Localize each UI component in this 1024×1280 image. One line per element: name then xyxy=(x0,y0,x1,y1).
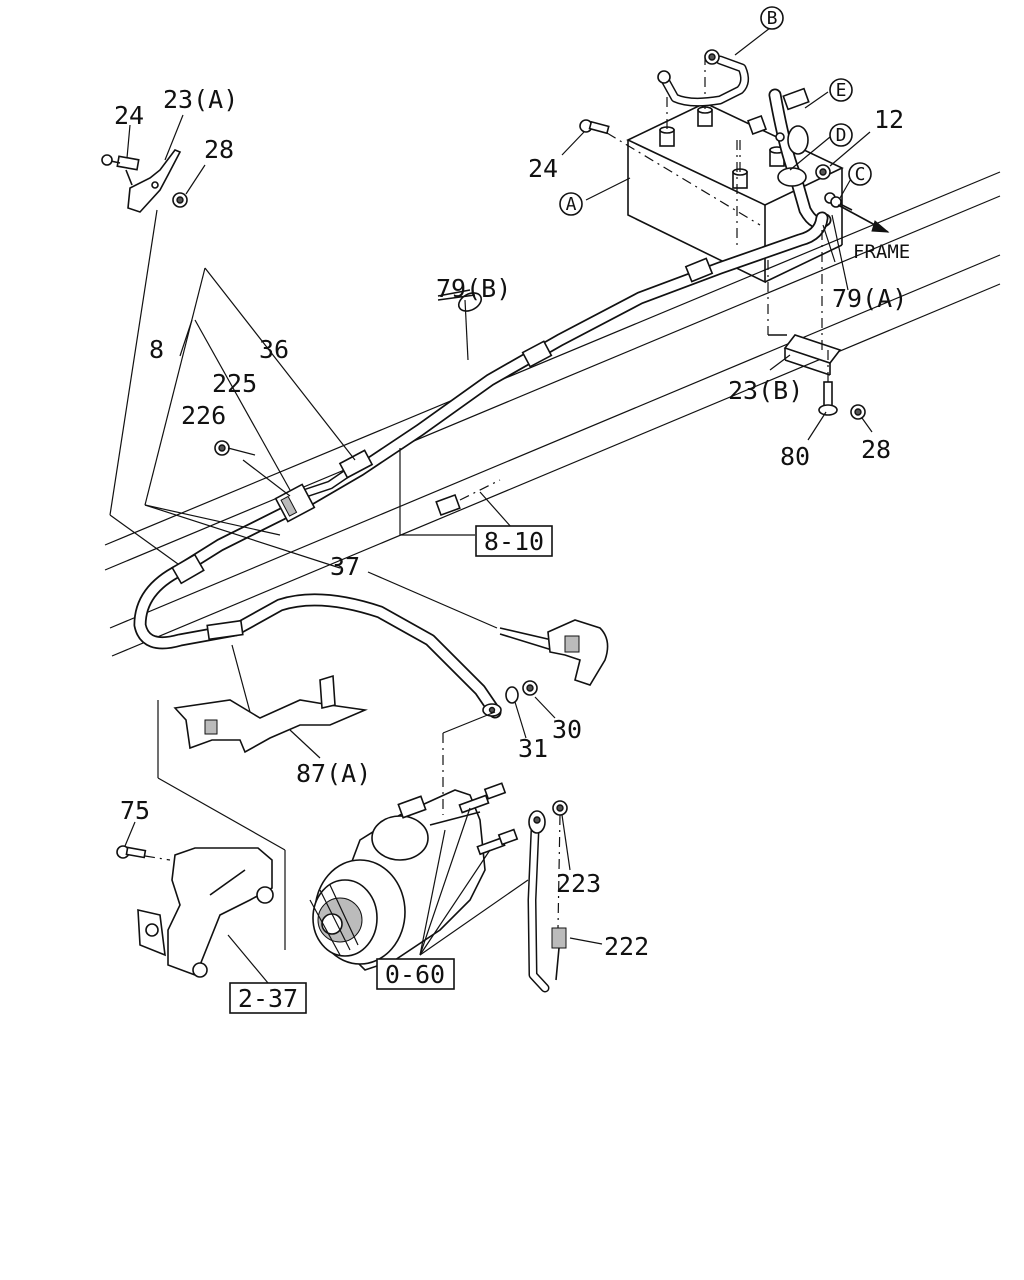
ref-0-60-label: 0-60 xyxy=(385,960,445,989)
ref-2-37-label: 2-37 xyxy=(238,984,298,1013)
callout-36: 36 xyxy=(259,335,289,364)
bracket-23a xyxy=(101,149,188,213)
branch-wire xyxy=(274,449,374,523)
marker-d-label: D xyxy=(836,125,847,146)
frame-label: FRAME xyxy=(853,241,910,263)
frame-rails xyxy=(104,171,1001,657)
battery-jumper-cable xyxy=(657,49,750,107)
callout-222: 222 xyxy=(604,932,649,961)
cable-terminal-37 xyxy=(499,619,609,686)
callout-223: 223 xyxy=(556,869,601,898)
starter-bracket xyxy=(116,845,274,978)
ref-8-10-label: 8-10 xyxy=(484,527,544,556)
callout-12: 12 xyxy=(874,105,904,134)
ref-box-2-37: 2-37 xyxy=(229,982,307,1014)
marker-a-label: A xyxy=(566,194,577,215)
nut-washer-30-31 xyxy=(505,680,538,704)
marker-c-label: C xyxy=(855,164,866,185)
callout-24-mid: 24 xyxy=(528,154,558,183)
ref-box-0-60: 0-60 xyxy=(376,958,455,990)
leader-lines xyxy=(124,27,873,984)
callout-225: 225 xyxy=(212,369,257,398)
projection-lines xyxy=(109,209,475,569)
ref-box-8-10: 8-10 xyxy=(475,525,553,557)
bracket-87a xyxy=(157,644,368,950)
callout-87a: 87(A) xyxy=(296,759,371,788)
callout-31: 31 xyxy=(518,734,548,763)
callout-79a: 79(A) xyxy=(832,284,907,313)
callout-28-bottom: 28 xyxy=(861,435,891,464)
earth-cable xyxy=(527,800,568,993)
callout-labels: 24 23(A) 28 24 12 79(B) 79(A) 36 8 225 2… xyxy=(114,85,910,961)
callout-37: 37 xyxy=(330,552,360,581)
callout-79b: 79(B) xyxy=(436,274,511,303)
bolt-24-mid xyxy=(579,119,761,226)
marker-b-label: B xyxy=(767,8,778,29)
callout-75: 75 xyxy=(120,796,150,825)
callout-28-top: 28 xyxy=(204,135,234,164)
callout-23a: 23(A) xyxy=(163,85,238,114)
washer-226 xyxy=(214,440,230,456)
callout-24-top: 24 xyxy=(114,101,144,130)
circle-marker-c: C xyxy=(848,162,872,186)
bracket-23b xyxy=(767,230,866,420)
circle-marker-d: D xyxy=(829,123,853,147)
frame-direction-arrow xyxy=(837,204,890,233)
circle-marker-e: E xyxy=(829,78,853,102)
small-connector xyxy=(435,479,501,517)
starter-motor xyxy=(309,711,519,971)
callout-30: 30 xyxy=(552,715,582,744)
main-battery-cable xyxy=(133,211,829,719)
clip-79b xyxy=(437,289,483,312)
callout-23b: 23(B) xyxy=(728,376,803,405)
circle-marker-b: B xyxy=(760,6,784,30)
circle-marker-a: A xyxy=(559,192,583,216)
callout-226: 226 xyxy=(181,401,226,430)
callout-8: 8 xyxy=(149,335,164,364)
callout-80: 80 xyxy=(780,442,810,471)
marker-e-label: E xyxy=(836,80,847,101)
